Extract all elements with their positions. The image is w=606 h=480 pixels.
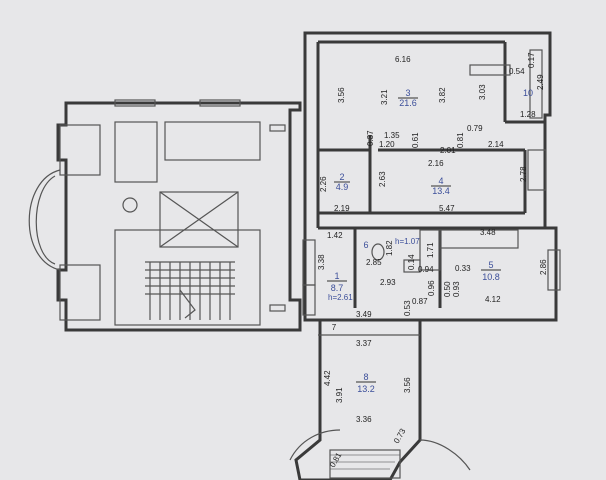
room-7-number: 7 — [332, 323, 337, 332]
room-10: 10 — [523, 88, 533, 98]
room-8: 8 13.2 — [356, 372, 376, 394]
dim-label: 0.94 — [418, 265, 434, 274]
ceiling-height-hall: h=2.61 — [328, 293, 353, 302]
dim-label: 3.82 — [438, 87, 447, 103]
dim-label: 1.35 — [384, 131, 400, 140]
dim-label: 2.78 — [519, 166, 528, 182]
dim-label: 0.37 — [366, 130, 375, 146]
dim-label: 0.96 — [427, 280, 436, 296]
dim-label: 3.49 — [356, 310, 372, 319]
dim-label: 2.01 — [440, 146, 456, 155]
room-5-area: 10.8 — [482, 272, 500, 282]
room-4-area: 13.4 — [432, 186, 450, 196]
dim-label: 3.56 — [337, 87, 346, 103]
dim-label: 2.16 — [428, 159, 444, 168]
stair-treads — [145, 261, 235, 320]
dim-label: 2.49 — [536, 74, 545, 90]
dim-label: 3.56 — [403, 377, 412, 393]
room-4: 4 13.4 — [431, 176, 451, 196]
dim-label: 3.48 — [480, 228, 496, 237]
apartment-walls — [289, 31, 561, 480]
dim-label: 3.21 — [380, 89, 389, 105]
dim-label: 5.47 — [439, 204, 455, 213]
dim-label: 6.16 — [395, 55, 411, 64]
dim-label: 1.42 — [327, 231, 343, 240]
dim-label: 0.81 — [456, 132, 465, 148]
room-4-number: 4 — [438, 176, 443, 186]
dim-label: 2.86 — [539, 259, 548, 275]
dim-label: 1.20 — [379, 140, 395, 149]
dim-label: 1.28 — [520, 110, 536, 119]
dim-label: 2.93 — [380, 278, 396, 287]
room-2: 2 4.9 — [334, 172, 350, 192]
dim-label: 3.91 — [335, 387, 344, 403]
dim-label: 3.38 — [317, 254, 326, 270]
dim-label: 0.73 — [392, 427, 408, 445]
dim-label: 1.82 — [385, 240, 394, 256]
room-3: 3 21.6 — [398, 88, 418, 108]
dim-label: 0.93 — [452, 281, 461, 297]
dim-label: 0.17 — [527, 52, 536, 68]
stair-core-block — [28, 99, 302, 332]
dim-label: 0.54 — [509, 67, 525, 76]
room-5-number: 5 — [488, 260, 493, 270]
dimension-labels: 6.16 3.56 3.21 3.82 3.03 0.54 0.17 2.49 … — [317, 52, 548, 469]
room-3-area: 21.6 — [399, 98, 417, 108]
dim-label: 0.50 — [443, 281, 452, 297]
dim-label: 0.87 — [412, 297, 428, 306]
dim-label: 2.26 — [319, 176, 328, 192]
room-6: 6 — [363, 240, 368, 250]
dim-label: 2.19 — [334, 204, 350, 213]
room-5: 5 10.8 — [481, 260, 501, 282]
dim-label: 3.37 — [356, 339, 372, 348]
room-8-number: 8 — [363, 372, 368, 382]
dim-label: 2.14 — [488, 140, 504, 149]
dim-label: 0.53 — [403, 300, 412, 316]
room-10-number: 10 — [523, 88, 533, 98]
dim-label: 0.61 — [411, 132, 420, 148]
room-2-number: 2 — [339, 172, 344, 182]
room-6-number: 6 — [363, 240, 368, 250]
dim-label: 4.12 — [485, 295, 501, 304]
dim-label: 3.03 — [478, 84, 487, 100]
dim-label: 0.79 — [467, 124, 483, 133]
dim-label: 4.42 — [323, 370, 332, 386]
room-1: 1 8.7 — [327, 271, 347, 293]
ceiling-height-bath: h=1.07 — [395, 237, 420, 246]
room-7: 7 — [332, 323, 337, 332]
dim-label: 0.33 — [455, 264, 471, 273]
dim-label: 3.36 — [356, 415, 372, 424]
room-2-area: 4.9 — [336, 182, 349, 192]
room-1-number: 1 — [334, 271, 339, 281]
dim-label: 1.71 — [426, 242, 435, 258]
dim-label: 2.85 — [366, 258, 382, 267]
room-3-number: 3 — [405, 88, 410, 98]
dim-label: 0.14 — [407, 254, 416, 270]
room-1-area: 8.7 — [331, 283, 344, 293]
dim-label: 2.63 — [378, 171, 387, 187]
room-8-area: 13.2 — [357, 384, 375, 394]
